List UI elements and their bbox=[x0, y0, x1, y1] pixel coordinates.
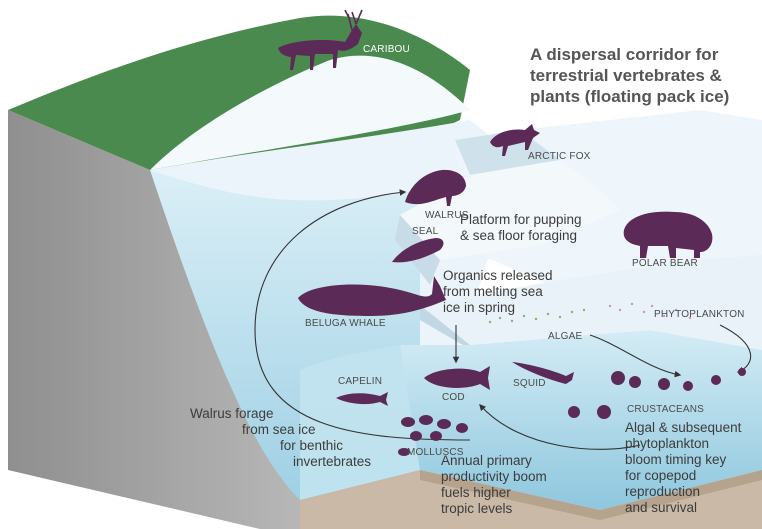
label-squid: SQUID bbox=[513, 378, 546, 389]
label-cod: COD bbox=[442, 392, 465, 403]
label-polar-bear: POLAR BEAR bbox=[632, 258, 698, 269]
note-platform: Platform for pupping & sea floor foragin… bbox=[460, 212, 582, 244]
label-algae: ALGAE bbox=[548, 331, 582, 342]
label-arctic-fox: ARCTIC FOX bbox=[528, 151, 591, 162]
title-line-1: A dispersal corridor for bbox=[530, 44, 729, 65]
diagram-title: A dispersal corridor for terrestrial ver… bbox=[530, 44, 729, 107]
note-walrus-forage: Walrus forage from sea ice for benthic i… bbox=[190, 406, 385, 470]
label-beluga-whale: BELUGA WHALE bbox=[305, 318, 386, 329]
label-phytoplankton: PHYTOPLANKTON bbox=[654, 309, 745, 320]
note-organics: Organics released from melting sea ice i… bbox=[443, 268, 553, 316]
label-capelin: CAPELIN bbox=[338, 376, 382, 387]
title-line-2: terrestrial vertebrates & bbox=[530, 65, 729, 86]
label-caribou: CARIBOU bbox=[363, 44, 410, 55]
note-annual-boom: Annual primary productivity boom fuels h… bbox=[441, 453, 547, 517]
title-line-3: plants (floating pack ice) bbox=[530, 86, 729, 107]
label-seal: SEAL bbox=[412, 226, 438, 237]
note-algal-bloom: Algal & subsequent phytoplankton bloom t… bbox=[625, 420, 741, 516]
label-crustaceans: CRUSTACEANS bbox=[627, 404, 704, 415]
